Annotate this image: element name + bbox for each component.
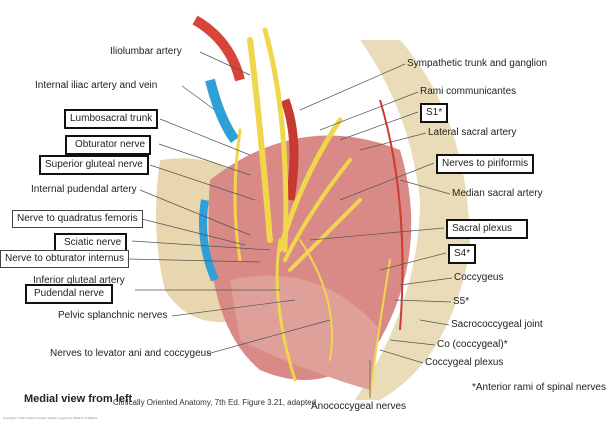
bone-sacrum [355, 40, 470, 400]
artery-iliac [192, 15, 245, 82]
label-sympathetic-trunk: Sympathetic trunk and ganglion [407, 58, 548, 69]
label-coccygeal: Co (coccygeal)* [437, 339, 508, 350]
label-coccygeus: Coccygeus [454, 272, 504, 283]
label-sacrococcygeal-joint: Sacrococcygeal joint [451, 319, 543, 330]
label-rami-communicantes: Rami communicantes [420, 86, 517, 97]
artery-median-sacral [379, 99, 404, 331]
label-pudendal-nerve: Pudendal nerve [25, 284, 114, 304]
label-s1: S1* [420, 103, 449, 123]
label-internal-pudendal-artery: Internal pudendal artery [31, 184, 137, 195]
muscle-levator [230, 275, 380, 390]
label-obturator-nerve: Obturator nerve [65, 135, 152, 155]
label-lumbosacral-trunk: Lumbosacral trunk [64, 109, 159, 129]
vein-iliac [205, 78, 240, 143]
label-iliolumbar-artery: Iliolumbar artery [110, 46, 182, 57]
label-inferior-gluteal-artery: Inferior gluteal artery [33, 275, 125, 286]
label-s4: S4* [448, 244, 477, 264]
label-nerve-obturator-internus: Nerve to obturator internus [0, 250, 129, 268]
label-lateral-sacral-artery: Lateral sacral artery [428, 127, 517, 138]
label-levator-ani: Nerves to levator ani and coccygeus [50, 348, 212, 359]
leader-lines [127, 51, 453, 398]
vein-lower [198, 199, 219, 282]
label-pelvic-splanchnic: Pelvic splanchnic nerves [58, 310, 168, 321]
view-caption: Medial view from left [24, 393, 133, 405]
label-nerves-piriformis: Nerves to piriformis [436, 154, 535, 174]
label-nerve-quadratus-femoris: Nerve to quadratus femoris [12, 210, 143, 228]
citation: Clinically Oriented Anatomy, 7th Ed. Fig… [113, 398, 317, 407]
label-superior-gluteal-nerve: Superior gluteal nerve [39, 155, 149, 175]
label-sacral-plexus: Sacral plexus [446, 219, 529, 239]
label-median-sacral-artery: Median sacral artery [452, 188, 543, 199]
label-internal-iliac: Internal iliac artery and vein [35, 80, 158, 91]
nerve-plexus [233, 27, 391, 396]
footnote-anterior-rami: *Anterior rami of spinal nerves [472, 382, 606, 393]
copyright: Copyright © 2014 Wolters Kluwer Health |… [3, 416, 98, 420]
label-anococcygeal: Anococcygeal nerves [311, 401, 407, 412]
label-s5: S5* [453, 296, 470, 307]
artery-internal [280, 98, 299, 201]
label-coccygeal-plexus: Coccygeal plexus [425, 357, 504, 368]
